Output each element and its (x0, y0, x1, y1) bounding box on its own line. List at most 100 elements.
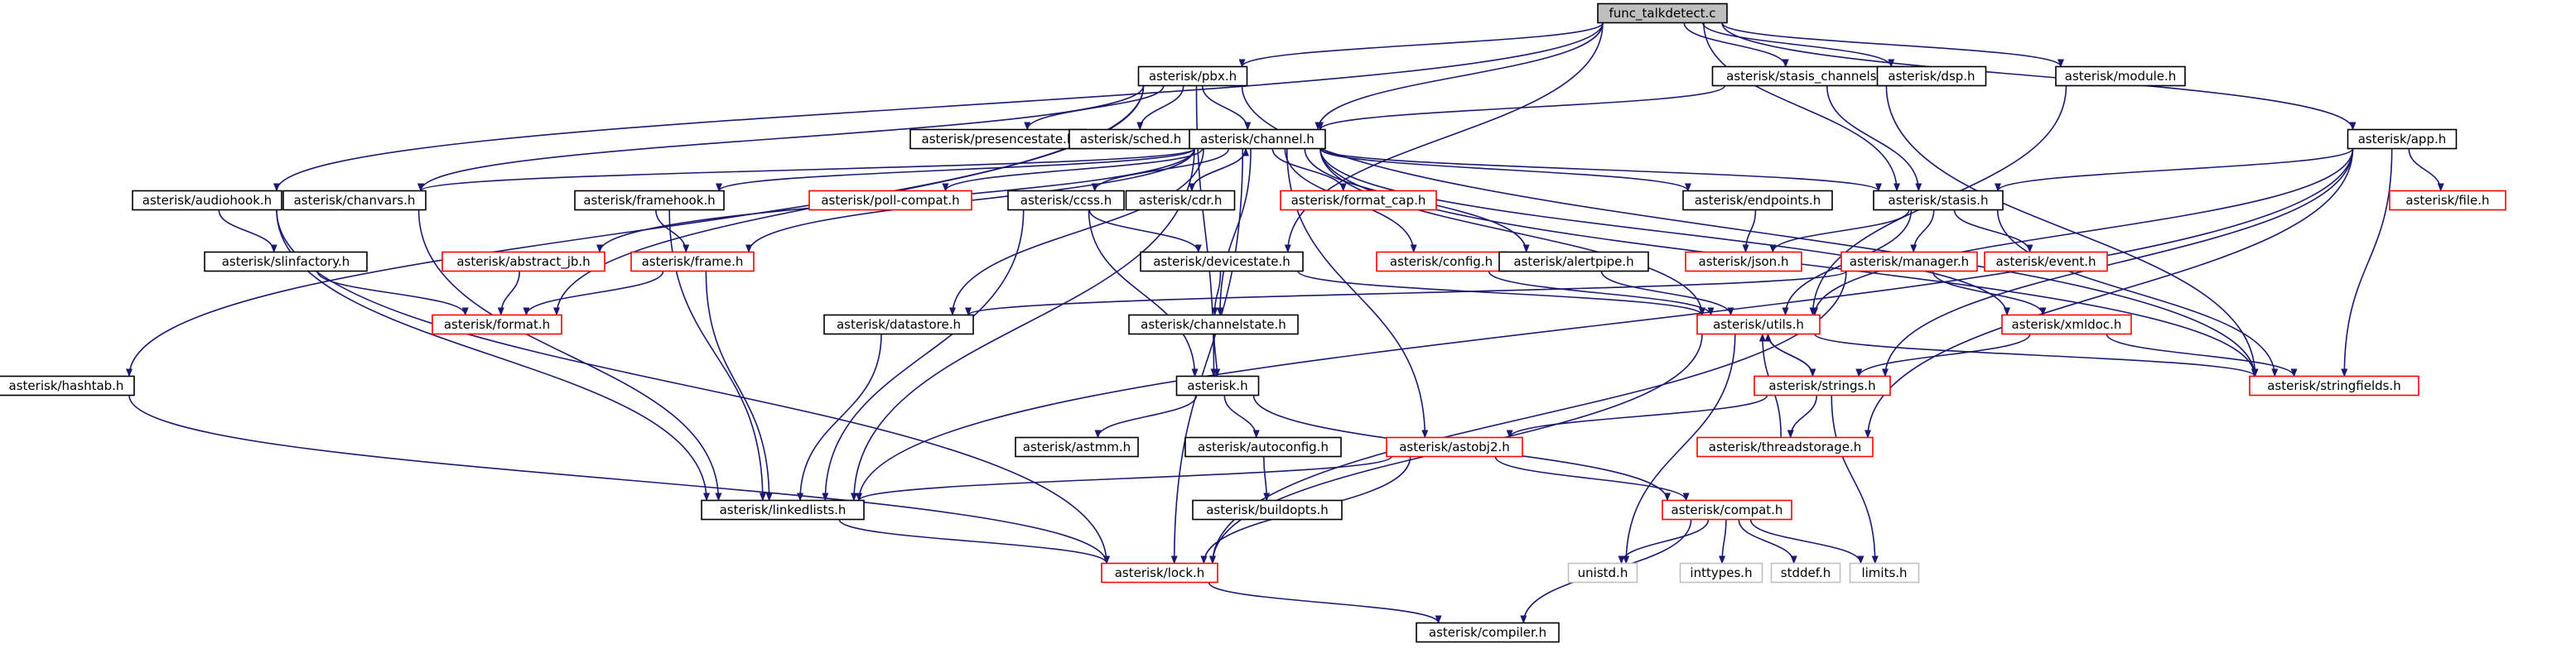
graph-node-devicestate[interactable]: asterisk/devicestate.h (1140, 251, 1304, 272)
graph-node-asterisk[interactable]: asterisk.h (1175, 375, 1260, 397)
graph-node-buildopts[interactable]: asterisk/buildopts.h (1192, 499, 1343, 521)
edge-root-to-app (1721, 22, 2357, 131)
graph-node-hashtab[interactable]: asterisk/hashtab.h (0, 375, 135, 397)
graph-node-format[interactable]: asterisk/format.h (432, 314, 562, 335)
edge-root-to-channel (1315, 22, 1604, 131)
edge-strings-to-astobj2 (1506, 395, 1768, 439)
edge-pbx-to-sched (1136, 85, 1184, 131)
graph-node-astobj2[interactable]: asterisk/astobj2.h (1386, 436, 1523, 458)
edge-framehook-to-frame (655, 209, 690, 253)
graph-node-xmldoc[interactable]: asterisk/xmldoc.h (2001, 314, 2132, 335)
edge-root-to-stasis-channels (1683, 22, 1789, 68)
node-box (1386, 436, 1523, 458)
edge-autoconfig-to-buildopts (1262, 456, 1271, 502)
edge-compat-to-inttypes (1719, 519, 1727, 565)
node-label: asterisk/datastore.h (837, 317, 961, 332)
node-label: func_talkdetect.c (1609, 6, 1716, 22)
node-box (1662, 499, 1792, 521)
edge-line (1738, 519, 1797, 565)
graph-node-compiler[interactable]: asterisk/compiler.h (1416, 622, 1560, 643)
edge-stasis-channels-to-channel (1317, 84, 1726, 131)
edge-stasis-to-manager (1910, 209, 1935, 253)
node-label: asterisk/channelstate.h (1141, 317, 1286, 332)
graph-node-stasis[interactable]: asterisk/stasis.h (1873, 190, 2004, 211)
node-label: asterisk/strings.h (1768, 378, 1875, 393)
edge-line (1088, 209, 1202, 253)
graph-node-alertpipe[interactable]: asterisk/alertpipe.h (1498, 251, 1649, 272)
node-box (1696, 314, 1821, 335)
graph-node-config[interactable]: asterisk/config.h (1376, 251, 1507, 272)
graph-node-chanvars[interactable]: asterisk/chanvars.h (282, 190, 427, 211)
graph-node-poll-compat[interactable]: asterisk/poll-compat.h (808, 190, 972, 211)
edge-line (2408, 148, 2444, 192)
graph-node-pbx[interactable]: asterisk/pbx.h (1137, 65, 1248, 87)
graph-node-sched[interactable]: asterisk/sched.h (1069, 128, 1193, 150)
edge-line (1191, 147, 1250, 191)
graph-node-abstract-jb[interactable]: asterisk/abstract_jb.h (441, 251, 605, 272)
node-box (1416, 622, 1560, 643)
graph-node-audiohook[interactable]: asterisk/audiohook.h (132, 190, 282, 211)
graph-node-compat[interactable]: asterisk/compat.h (1662, 499, 1792, 521)
edge-line (1814, 333, 2258, 377)
graph-node-json[interactable]: asterisk/json.h (1685, 251, 1802, 272)
graph-node-framehook[interactable]: asterisk/framehook.h (574, 190, 725, 211)
edge-channel-to-chanvars (417, 147, 1195, 192)
graph-node-format-cap[interactable]: asterisk/format_cap.h (1280, 190, 1437, 211)
graph-node-stasis-channels[interactable]: asterisk/stasis_channels.h (1711, 65, 1903, 87)
graph-node-astmm[interactable]: asterisk/astmm.h (1015, 436, 1139, 458)
node-box (1770, 562, 1841, 584)
node-box (1567, 562, 1638, 584)
graph-node-presencestate[interactable]: asterisk/presencestate.h (909, 128, 1087, 150)
graph-node-autoconfig[interactable]: asterisk/autoconfig.h (1184, 436, 1342, 458)
edge-line (1506, 395, 1768, 439)
node-label: asterisk/manager.h (1850, 254, 1969, 269)
graph-node-channelstate[interactable]: asterisk/channelstate.h (1128, 314, 1299, 335)
graph-node-file[interactable]: asterisk/file.h (2389, 190, 2506, 211)
edge-line (948, 148, 1204, 316)
node-label: asterisk/file.h (2405, 193, 2489, 208)
edge-utils-to-stringfields (1814, 333, 2258, 377)
edge-app-to-file (2408, 148, 2444, 192)
edge-line (797, 334, 882, 502)
node-label: asterisk/framehook.h (583, 193, 715, 208)
node-box (2389, 190, 2506, 211)
graph-node-manager[interactable]: asterisk/manager.h (1840, 251, 1978, 272)
graph-node-stddef[interactable]: stddef.h (1770, 562, 1841, 584)
graph-node-stringfields[interactable]: asterisk/stringfields.h (2249, 375, 2419, 397)
edge-ccss-to-devicestate (1088, 209, 1202, 253)
graph-node-dsp[interactable]: asterisk/dsp.h (1876, 65, 1987, 87)
node-label: asterisk/buildopts.h (1206, 502, 1329, 517)
graph-node-frame[interactable]: asterisk/frame.h (630, 251, 755, 272)
graph-node-utils[interactable]: asterisk/utils.h (1696, 314, 1821, 335)
graph-node-threadstorage[interactable]: asterisk/threadstorage.h (1696, 436, 1874, 458)
edge-line (2106, 334, 2298, 377)
graph-node-lock[interactable]: asterisk/lock.h (1101, 562, 1218, 584)
graph-node-cdr[interactable]: asterisk/cdr.h (1125, 190, 1236, 211)
graph-node-ccss[interactable]: asterisk/ccss.h (1007, 190, 1125, 211)
edge-linkedlists-to-lock (838, 519, 1110, 565)
graph-node-unistd[interactable]: unistd.h (1567, 562, 1638, 584)
node-box (823, 314, 974, 335)
graph-node-strings[interactable]: asterisk/strings.h (1754, 375, 1891, 397)
node-box (282, 190, 427, 211)
graph-node-datastore[interactable]: asterisk/datastore.h (823, 314, 974, 335)
edge-utils-to-unistd (1623, 334, 1736, 565)
graph-node-channel[interactable]: asterisk/channel.h (1189, 128, 1326, 150)
graph-node-inttypes[interactable]: inttypes.h (1679, 562, 1763, 584)
graph-node-limits[interactable]: limits.h (1849, 562, 1920, 584)
edge-datastore-to-linkedlists (797, 334, 882, 502)
edge-manager-to-xmldoc (1932, 271, 2047, 316)
graph-node-app[interactable]: asterisk/app.h (2347, 128, 2458, 150)
graph-node-module[interactable]: asterisk/module.h (2055, 65, 2186, 87)
edge-root-to-audiohook (273, 22, 1604, 192)
graph-node-linkedlists[interactable]: asterisk/linkedlists.h (701, 499, 865, 521)
edge-line (1703, 22, 1901, 192)
edge-asterisk-to-autoconfig (1223, 395, 1260, 439)
edge-line (1742, 209, 1757, 253)
graph-node-slinfactory[interactable]: asterisk/slinfactory.h (204, 251, 368, 272)
graph-node-root[interactable]: func_talkdetect.c (1597, 2, 1728, 24)
graph-node-endpoints[interactable]: asterisk/endpoints.h (1682, 190, 1833, 211)
node-label: asterisk/json.h (1699, 254, 1789, 269)
graph-node-event[interactable]: asterisk/event.h (1984, 251, 2108, 272)
node-label: asterisk/cdr.h (1139, 193, 1223, 208)
